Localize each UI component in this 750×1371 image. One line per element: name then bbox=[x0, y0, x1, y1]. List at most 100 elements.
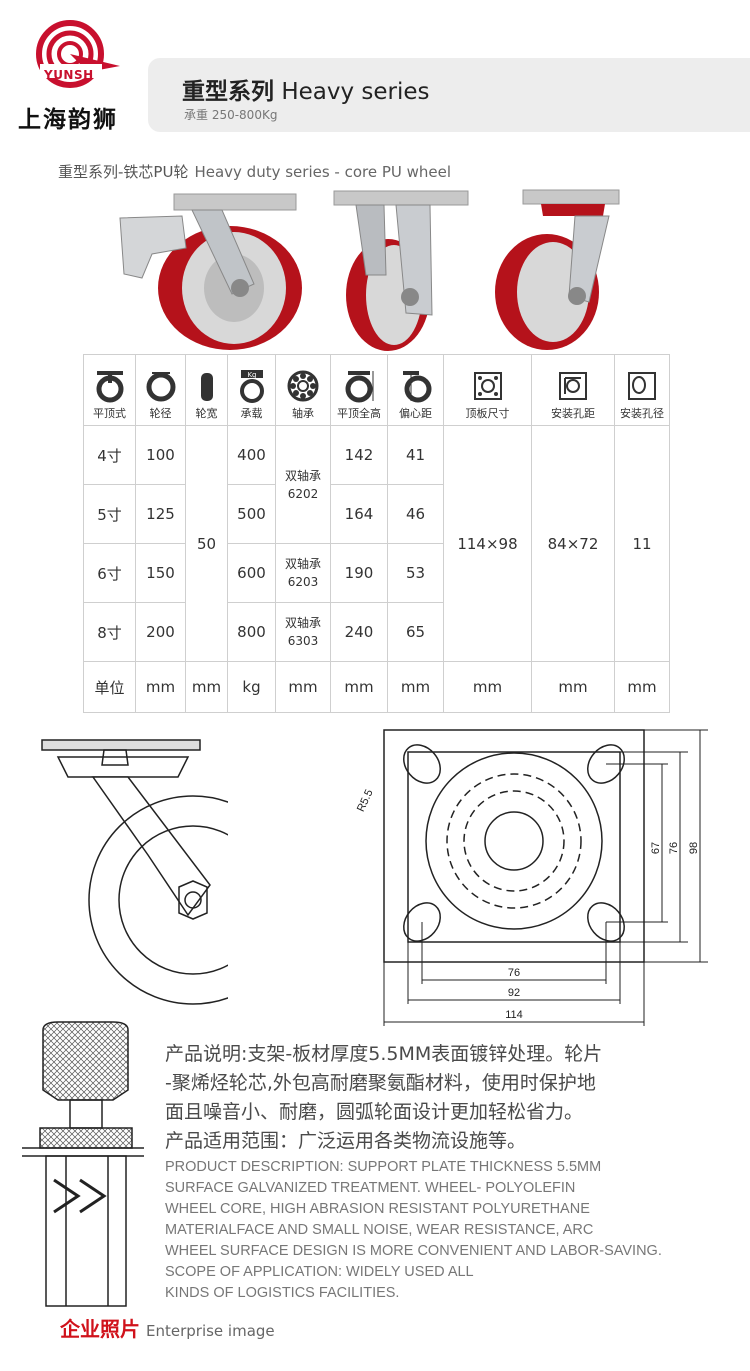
load-cell: 800 bbox=[227, 602, 276, 662]
header-total-height: 平顶全高 bbox=[330, 354, 388, 426]
series-title: 重型系列 Heavy series bbox=[182, 72, 430, 106]
caster-flat-top-icon bbox=[96, 371, 123, 403]
bearing-icon bbox=[287, 370, 319, 402]
top-plate-size-icon bbox=[473, 372, 502, 400]
unit-label: 单位 bbox=[83, 661, 136, 713]
header-hole-spacing: 安装孔距 bbox=[531, 354, 615, 426]
description-en-line: KINDS OF LOGISTICS FACILITIES. bbox=[165, 1285, 400, 1301]
dim-92: 92 bbox=[508, 987, 520, 999]
size-cell: 4寸 bbox=[83, 425, 136, 485]
wheel-diameter-icon bbox=[146, 372, 175, 402]
dim-98: 98 bbox=[688, 842, 700, 854]
diameter-cell: 200 bbox=[135, 602, 186, 662]
description-cn-line: 产品适用范围：广泛运用各类物流设施等。 bbox=[165, 1130, 527, 1152]
width-cell: 50 bbox=[185, 425, 228, 662]
size-cell: 5寸 bbox=[83, 484, 136, 544]
load-icon-label: Kg bbox=[247, 371, 256, 379]
logo-brand-text: YUNSH bbox=[44, 68, 94, 82]
section-title-en: Heavy duty series - core PU wheel bbox=[194, 163, 452, 181]
caster-side-view-drawing bbox=[41, 739, 228, 1005]
mounting-hole-diameter-icon bbox=[628, 372, 656, 400]
dim-76-vertical: 76 bbox=[668, 842, 680, 854]
unit-cell: mm bbox=[387, 661, 444, 713]
header-plate-size: 顶板尺寸 bbox=[443, 354, 532, 426]
enterprise-heading: 企业照片 Enterprise image bbox=[60, 1313, 275, 1342]
height-cell: 190 bbox=[330, 543, 388, 603]
description-en-line: SURFACE GALVANIZED TREATMENT. WHEEL- POL… bbox=[165, 1180, 576, 1196]
load-range: 承重 250-800Kg bbox=[184, 108, 278, 122]
section-title: 重型系列-铁芯PU轮 Heavy duty series - core PU wh… bbox=[58, 161, 451, 182]
description-cn: 产品说明:支架-板材厚度5.5MM表面镀锌处理。轮片 -聚烯烃轮芯,外包高耐磨聚… bbox=[165, 1040, 685, 1156]
fixed-caster-photo bbox=[333, 190, 469, 351]
unit-cell: mm bbox=[185, 661, 228, 713]
offset-cell: 46 bbox=[387, 484, 444, 544]
plate-size-cell: 114×98 bbox=[443, 425, 532, 662]
header-diameter: 轮径 bbox=[135, 354, 186, 426]
dim-67: 67 bbox=[650, 842, 662, 854]
unit-cell: kg bbox=[227, 661, 276, 713]
description-en-line: MATERIALFACE AND SMALL NOISE, WEAR RESIS… bbox=[165, 1222, 594, 1238]
description-cn-line: 产品说明:支架-板材厚度5.5MM表面镀锌处理。轮片 bbox=[165, 1043, 603, 1065]
hole-spacing-cell: 84×72 bbox=[531, 425, 615, 662]
radius-label: R5.5 bbox=[355, 788, 376, 814]
diameter-cell: 100 bbox=[135, 425, 186, 485]
height-cell: 164 bbox=[330, 484, 388, 544]
unit-cell: mm bbox=[443, 661, 532, 713]
description-en-line: PRODUCT DESCRIPTION: SUPPORT PLATE THICK… bbox=[165, 1159, 602, 1175]
header-banner bbox=[148, 58, 750, 132]
brake-caster-photo bbox=[119, 193, 302, 350]
header-load: Kg 承载 bbox=[227, 354, 276, 426]
description-cn-line: -聚烯烃轮芯,外包高耐磨聚氨酯材料，使用时保护地 bbox=[165, 1072, 596, 1094]
section-title-cn: 重型系列-铁芯PU轮 bbox=[58, 163, 189, 181]
height-cell: 142 bbox=[330, 425, 388, 485]
wheel-width-icon bbox=[200, 373, 213, 401]
unit-cell: mm bbox=[330, 661, 388, 713]
load-cell: 600 bbox=[227, 543, 276, 603]
header-offset: 偏心距 bbox=[387, 354, 444, 426]
enterprise-title-en: Enterprise image bbox=[146, 1322, 275, 1340]
dim-114: 114 bbox=[505, 1009, 523, 1021]
description-en-line: WHEEL CORE, HIGH ABRASION RESISTANT POLY… bbox=[165, 1201, 590, 1217]
load-cell: 500 bbox=[227, 484, 276, 544]
description-en-line: WHEEL SURFACE DESIGN IS MORE CONVENIENT … bbox=[165, 1243, 662, 1259]
unit-cell: mm bbox=[614, 661, 670, 713]
offset-cell: 65 bbox=[387, 602, 444, 662]
unit-row: 单位 mm mm kg mm mm mm mm mm mm bbox=[83, 661, 670, 713]
company-name: 上海韵狮 bbox=[18, 106, 118, 133]
size-cell: 8寸 bbox=[83, 602, 136, 662]
load-capacity-icon: Kg bbox=[239, 370, 264, 403]
enterprise-title-cn: 企业照片 bbox=[60, 1317, 140, 1341]
description-en: PRODUCT DESCRIPTION: SUPPORT PLATE THICK… bbox=[165, 1157, 725, 1304]
description-cn-line: 面且噪音小、耐磨，圆弧轮面设计更加轻松省力。 bbox=[165, 1101, 584, 1123]
header-bearing: 轴承 bbox=[275, 354, 331, 426]
table-header-row: 平顶式 轮径 轮宽 Kg 承载 轴承 平顶全高 偏心距 顶板尺寸 安装孔距 安 bbox=[83, 354, 670, 426]
yunsh-logo bbox=[36, 20, 120, 88]
offset-cell: 41 bbox=[387, 425, 444, 485]
description-en-line: SCOPE OF APPLICATION: WIDELY USED ALL bbox=[165, 1264, 474, 1280]
eccentric-distance-icon bbox=[402, 371, 431, 403]
unit-cell: mm bbox=[531, 661, 615, 713]
unit-cell: mm bbox=[135, 661, 186, 713]
total-height-icon bbox=[345, 371, 374, 403]
wheel-section-drawing bbox=[22, 1021, 144, 1307]
top-plate-drawing: 76 92 114 67 76 98 R5.5 bbox=[355, 729, 708, 1026]
series-title-en: Heavy series bbox=[281, 79, 430, 105]
size-cell: 6寸 bbox=[83, 543, 136, 603]
offset-cell: 53 bbox=[387, 543, 444, 603]
mounting-hole-spacing-icon bbox=[559, 372, 587, 400]
dim-76-horizontal: 76 bbox=[508, 967, 520, 979]
height-cell: 240 bbox=[330, 602, 388, 662]
unit-cell: mm bbox=[275, 661, 331, 713]
load-cell: 400 bbox=[227, 425, 276, 485]
header-flat-top: 平顶式 bbox=[83, 354, 136, 426]
hole-diameter-cell: 11 bbox=[614, 425, 670, 662]
diameter-cell: 150 bbox=[135, 543, 186, 603]
header-width: 轮宽 bbox=[185, 354, 228, 426]
swivel-caster-photo bbox=[495, 189, 620, 350]
